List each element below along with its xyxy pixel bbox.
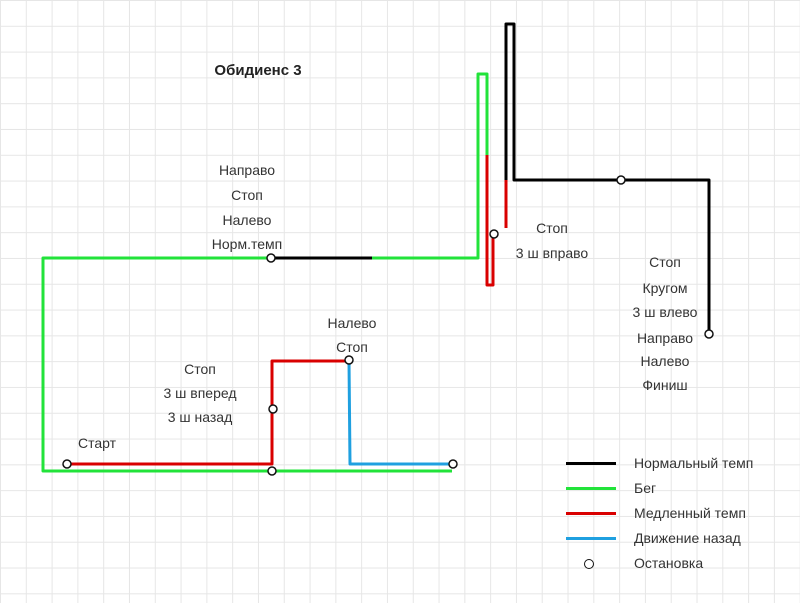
legend-item-normal: Нормальный темп (562, 452, 794, 477)
route-normal-finish (504, 22, 711, 334)
route-slow-middle (485, 155, 495, 287)
label-right: Направо (218, 162, 276, 178)
diagram-title: Обидиенс 3 (214, 62, 302, 79)
stop-top-corner (344, 355, 354, 365)
label-left: Налево (327, 315, 377, 331)
legend-label: Остановка (634, 555, 704, 571)
stop-vertical (268, 404, 278, 414)
label-left: Налево (640, 353, 690, 369)
legend-label: Движение назад (634, 530, 741, 546)
label-left: Налево (222, 212, 272, 228)
legend: Нормальный темп Бег Медленный темп Движе… (562, 452, 794, 577)
label-start: Старт (78, 435, 117, 451)
legend-label: Медленный темп (634, 505, 746, 521)
stop-circle-icon (584, 559, 594, 569)
legend-label: Нормальный темп (634, 455, 754, 471)
label-back: 3 ш назад (167, 409, 233, 425)
stop-finish (704, 329, 714, 339)
label-normal-tempo: Норм.темп (211, 236, 283, 252)
legend-swatch-back (566, 537, 616, 540)
route-run-main (41, 256, 452, 473)
legend-label: Бег (634, 480, 657, 496)
legend-item-stop: Остановка (562, 552, 794, 577)
route-back (347, 360, 452, 466)
legend-item-back: Движение назад (562, 527, 794, 552)
stop-right-step (489, 229, 499, 239)
label-stop: Стоп (184, 361, 216, 377)
label-about-turn: Кругом (642, 280, 688, 296)
label-stop: Стоп (536, 220, 568, 236)
stop-end-right (448, 459, 458, 469)
label-stop: Стоп (649, 254, 681, 270)
label-forward: 3 ш вперед (163, 385, 237, 401)
label-right: Направо (636, 330, 694, 346)
legend-item-run: Бег (562, 477, 794, 502)
legend-swatch-slow (566, 512, 616, 515)
stop-start (62, 459, 72, 469)
stop-top-line (616, 175, 626, 185)
label-finish: Финиш (642, 377, 688, 393)
legend-swatch-normal (566, 462, 616, 465)
legend-item-slow: Медленный темп (562, 502, 794, 527)
route-run-upper (372, 72, 489, 260)
stop-norm-tempo (266, 253, 276, 263)
label-right-steps: 3 ш вправо (515, 245, 589, 261)
label-left-steps: 3 ш влево (632, 304, 698, 320)
legend-swatch-run (566, 487, 616, 490)
stop-bottom (267, 466, 277, 476)
label-stop: Стоп (336, 339, 368, 355)
label-stop: Стоп (231, 187, 263, 203)
